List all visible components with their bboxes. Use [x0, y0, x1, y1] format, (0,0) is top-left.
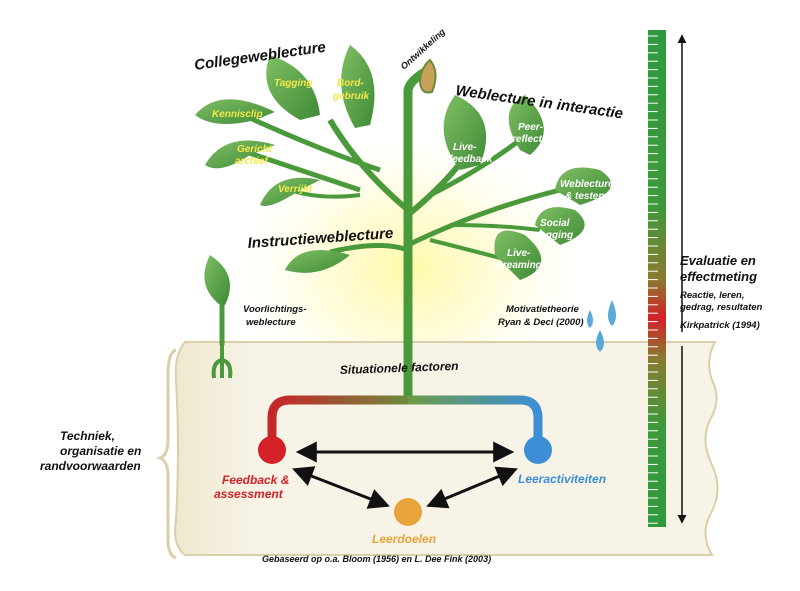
- leaf-label-gericht: Gericht: [237, 144, 273, 155]
- bud: [418, 58, 437, 94]
- leerdoelen-label: Leerdoelen: [372, 532, 436, 546]
- leaf-label-kennisclip: Kennisclip: [212, 109, 263, 120]
- curly-brace: [155, 348, 177, 560]
- heading-ontwikkeling: Ontwikkeling: [399, 26, 448, 71]
- leaf-social-tagging: [535, 207, 585, 245]
- branch-left-upper: [327, 118, 410, 213]
- leaf-label-reflectie: reflectie: [512, 134, 551, 145]
- leaf-label-social: Social: [540, 218, 570, 229]
- root-right: [408, 395, 543, 440]
- leaf-label-live2: Live-: [507, 248, 531, 259]
- branch-right-live: [429, 238, 501, 260]
- water-drop-1: [587, 310, 593, 328]
- branch-left-mid: [248, 115, 381, 173]
- leaf-label-archief: archief: [235, 156, 269, 167]
- heading-collegeweblecture: Collegeweblecture: [193, 39, 327, 74]
- evaluatie-title-2: effectmeting: [680, 269, 757, 284]
- sprout-roots: [211, 345, 233, 379]
- leaf-peerreflectie: [508, 95, 544, 155]
- arrow-feedback-leerdoelen: [292, 466, 390, 509]
- evaluatie-sub-2: gedrag, resultaten: [679, 302, 763, 313]
- leaf-livestreaming: [494, 230, 542, 280]
- root-left: [267, 395, 408, 440]
- leaf-label-bord: Bord-: [337, 78, 364, 89]
- motivatie-label-2: Ryan & Deci (2000): [498, 317, 584, 328]
- leaf-label-streaming: streaming: [494, 260, 542, 271]
- branch-right-mid: [406, 187, 561, 248]
- leaf-label-tagging: Tagging: [274, 78, 313, 89]
- leaf-label-peer: Peer-: [518, 122, 544, 133]
- evaluatie-title-1: Evaluatie en: [680, 253, 756, 268]
- leeractiviteiten-label: Leeractiviteiten: [518, 472, 606, 486]
- water-drop-3: [596, 330, 604, 352]
- sprout-leaf: [204, 255, 230, 305]
- feedback-node: [258, 436, 286, 464]
- leaf-label-weblecture: Weblecture: [560, 179, 614, 190]
- evaluatie-sub-1: Reactie, leren,: [680, 290, 744, 301]
- situationele-label: Situationele factoren: [340, 359, 459, 377]
- sprout-label-2: weblecture: [246, 317, 296, 328]
- leaf-bordgebruik: [341, 45, 375, 128]
- arrow-leeractiviteiten-leerdoelen: [426, 466, 518, 509]
- leaf-label-feedback: feedback: [449, 154, 493, 165]
- leaf-label-tagging-r: tagging: [537, 230, 573, 241]
- branch-right-social: [449, 223, 541, 232]
- leeractiviteiten-node: [524, 436, 552, 464]
- water-drop-2: [608, 300, 616, 326]
- leaf-instructie: [285, 250, 350, 273]
- branch-right-peer: [428, 137, 522, 198]
- evaluation-ruler: [648, 30, 666, 527]
- leaf-tagging: [266, 55, 320, 120]
- leaf-livefeedback: [443, 95, 487, 170]
- branch-left-low: [239, 147, 361, 193]
- leaf-gericht: [205, 140, 275, 169]
- leaf-label-verrijkt: Verrijkt: [278, 184, 313, 195]
- techniek-label-2: organisatie en: [60, 444, 141, 458]
- feedback-label-1: Feedback &: [222, 473, 289, 487]
- leaf-label-live1: Live-: [453, 142, 477, 153]
- leaf-weblecture-testen: [555, 167, 612, 205]
- soil-area: [174, 341, 719, 556]
- branch-left-inst: [329, 242, 409, 255]
- footer-label: Gebaseerd op o.a. Bloom (1956) en L. Dee…: [262, 554, 491, 564]
- leaf-kennisclip: [195, 99, 275, 124]
- feedback-label-2: assessment: [214, 487, 284, 501]
- techniek-label-1: Techniek,: [60, 429, 115, 443]
- evaluatie-ref: Kirkpatrick (1994): [680, 320, 760, 331]
- techniek-label-3: randvoorwaarden: [40, 459, 141, 473]
- ruler-ticks: [648, 35, 658, 524]
- leaf-label-testen: & testen: [565, 191, 604, 202]
- leaf-label-gebruik: gebruik: [332, 91, 370, 102]
- leerdoelen-node: [394, 498, 422, 526]
- leaf-verrijkt: [260, 177, 320, 206]
- sprout-label-1: Voorlichtings-: [243, 304, 307, 315]
- motivatie-label-1: Motivatietheorie: [506, 304, 580, 315]
